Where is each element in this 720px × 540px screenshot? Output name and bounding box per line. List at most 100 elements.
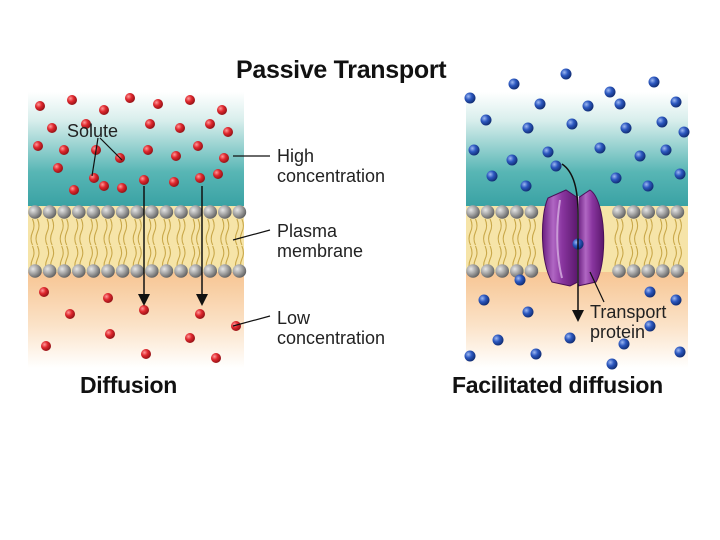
phospholipid-head	[28, 264, 42, 278]
phospholipid-head	[101, 205, 115, 219]
phospholipid-tail	[35, 218, 40, 246]
transport-protein-channel	[541, 189, 605, 287]
phospholipid-head	[656, 205, 670, 219]
solute-molecule	[604, 86, 616, 98]
solute-molecule	[550, 160, 562, 172]
solute-molecule	[103, 293, 113, 303]
solute-label: Solute	[67, 121, 119, 141]
phospholipid-head	[72, 205, 86, 219]
phospholipid-head	[188, 264, 203, 278]
solute-molecule	[231, 321, 241, 331]
solute-molecule	[620, 122, 632, 134]
phospholipid-tail	[225, 218, 230, 246]
phospholipid-head	[203, 264, 217, 278]
solute-molecule	[644, 320, 656, 332]
solute-molecule	[644, 286, 656, 298]
phospholipid-tail	[93, 218, 98, 246]
solute-molecule	[522, 122, 534, 134]
phospholipid-tail	[161, 218, 166, 246]
phospholipid-head	[42, 264, 57, 278]
phospholipid-head	[656, 264, 670, 278]
phospholipid-tail	[166, 218, 171, 246]
solute-molecule	[634, 150, 646, 162]
phospholipid-tail	[118, 218, 123, 246]
solute-molecule	[185, 333, 195, 343]
phospholipid-tail	[220, 218, 225, 246]
phospholipid-tail	[658, 218, 663, 246]
phospholipid-tail	[152, 218, 157, 246]
solute-molecule	[478, 294, 490, 306]
label-line: Low	[277, 308, 311, 328]
phospholipid-tail	[45, 218, 50, 246]
label-line: concentration	[277, 166, 386, 186]
transport-protein-label: Transport protein	[590, 302, 666, 342]
solute-molecule	[464, 350, 476, 362]
solute-molecule	[610, 172, 622, 184]
phospholipid-head	[524, 264, 539, 278]
phospholipid-head	[115, 264, 130, 278]
solute-pointer	[99, 137, 123, 161]
solute-molecule	[522, 306, 534, 318]
solute-molecule	[594, 142, 606, 154]
solute-molecule	[139, 175, 149, 185]
solute-molecule	[486, 170, 498, 182]
phospholipid-tail	[517, 218, 522, 246]
phospholipid-head	[466, 264, 480, 278]
phospholipid-tail	[512, 218, 517, 246]
phospholipid-tail	[526, 218, 531, 246]
phospholipid-head	[174, 205, 188, 219]
phospholipid-tail	[502, 218, 507, 246]
solute-molecule	[660, 144, 672, 156]
solute-molecule	[211, 353, 221, 363]
solute-molecule	[674, 168, 686, 180]
phospholipid-tail	[531, 218, 536, 246]
phospholipid-head	[72, 264, 86, 278]
phospholipid-tail	[648, 218, 653, 246]
phospholipid-tail	[59, 218, 64, 246]
phospholipid-tail	[483, 218, 488, 246]
solute-molecule	[99, 105, 109, 115]
solute-molecule	[99, 181, 109, 191]
phospholipid-tail	[488, 218, 493, 246]
phospholipid-tail	[108, 218, 113, 246]
phospholipid-tail	[191, 218, 196, 246]
solute-molecules	[464, 68, 690, 370]
phospholipid-tail	[210, 218, 215, 246]
phospholipid-tail	[123, 218, 128, 246]
solute-molecule	[582, 100, 594, 112]
solute-molecule	[33, 141, 43, 151]
phospholipid-head	[159, 264, 174, 278]
phospholipid-head	[232, 205, 247, 219]
solute-molecule	[217, 105, 227, 115]
phospholipid-tail	[234, 218, 239, 246]
solute-molecule	[53, 163, 63, 173]
phospholipid-head	[130, 205, 144, 219]
solute-molecule	[117, 183, 127, 193]
phospholipid-tail	[30, 218, 35, 246]
solute-molecule	[175, 123, 185, 133]
phospholipid-head	[612, 205, 626, 219]
phospholipid-head	[232, 264, 247, 278]
phospholipid-head	[28, 205, 42, 219]
plasma-membrane-bilayer	[466, 205, 685, 278]
low-concentration-region	[28, 272, 244, 368]
solute-molecule	[153, 99, 163, 109]
phospholipid-head	[480, 264, 495, 278]
low-concentration-label: Low concentration	[277, 308, 385, 348]
phospholipid-tail	[132, 218, 137, 246]
solute-molecule	[492, 334, 504, 346]
phospholipid-head	[101, 264, 115, 278]
solute-molecule	[506, 154, 518, 166]
solute-molecule	[81, 119, 91, 129]
phospholipid-head	[641, 205, 655, 219]
phospholipid-head	[495, 264, 510, 278]
phospholipid-head	[510, 264, 524, 278]
label-line: Transport	[590, 302, 667, 322]
label-line: membrane	[277, 241, 364, 261]
solute-molecule	[530, 348, 542, 360]
plasma-membrane-leader	[232, 229, 271, 241]
facilitated-path-arrow	[561, 163, 584, 322]
solute-molecule	[41, 341, 51, 351]
phospholipid-tail	[181, 218, 186, 246]
phospholipid-head	[641, 264, 655, 278]
